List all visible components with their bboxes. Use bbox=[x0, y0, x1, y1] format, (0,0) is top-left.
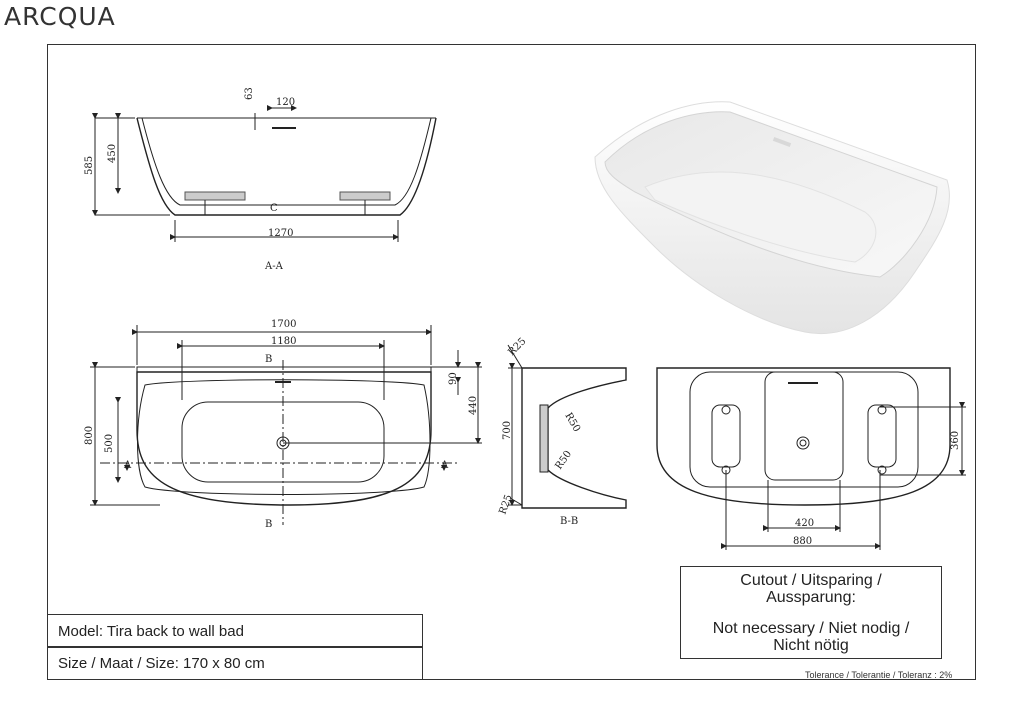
dim-63: 63 bbox=[244, 87, 255, 100]
section-b-view bbox=[507, 344, 627, 509]
dim-1180: 1180 bbox=[271, 336, 296, 347]
dim-120: 120 bbox=[276, 97, 295, 108]
marker-b-top: B bbox=[265, 354, 272, 365]
marker-b-bottom: B bbox=[265, 519, 272, 530]
cutout-line-3: Not necessary / Niet nodig / bbox=[712, 620, 910, 637]
cutout-line-4: Nicht nötig bbox=[773, 637, 849, 654]
arcqua-logo: ARCQUA bbox=[4, 2, 116, 31]
dim-90: 90 bbox=[448, 372, 459, 385]
dim-585: 585 bbox=[84, 156, 95, 175]
side-view bbox=[92, 105, 437, 242]
dim-450: 450 bbox=[107, 144, 118, 163]
dim-1700: 1700 bbox=[271, 319, 296, 330]
dim-880: 880 bbox=[793, 536, 812, 547]
dim-r50-top: R50 bbox=[562, 411, 582, 434]
size-label: Size / Maat / Size: 170 x 80 cm bbox=[47, 647, 423, 680]
dim-800: 800 bbox=[84, 426, 95, 445]
cutout-line-1: Cutout / Uitsparing / bbox=[740, 572, 882, 589]
dim-360: 360 bbox=[950, 431, 961, 450]
section-label-a-a: A-A bbox=[264, 261, 284, 272]
top-view bbox=[90, 325, 482, 525]
dim-700: 700 bbox=[502, 421, 513, 440]
dim-r50-bottom: R50 bbox=[553, 449, 574, 472]
cutout-line-2: Aussparung: bbox=[766, 589, 856, 606]
label-c: C bbox=[270, 203, 278, 214]
model-label: Model: Tira back to wall bad bbox=[47, 614, 423, 647]
dim-r25-top: R25 bbox=[506, 336, 528, 358]
dim-1270: 1270 bbox=[268, 228, 293, 239]
section-label-b-b: B-B bbox=[560, 516, 578, 527]
bathtub-rendering bbox=[594, 101, 950, 334]
marker-a-right: A bbox=[440, 460, 449, 471]
cutout-note-box: Cutout / Uitsparing / Aussparung: Not ne… bbox=[680, 566, 942, 659]
tolerance-note: Tolerance / Tolerantie / Toleranz : 2% bbox=[805, 670, 953, 680]
logo-q-letter: Q bbox=[57, 2, 79, 31]
bottom-view bbox=[656, 367, 966, 550]
dim-440: 440 bbox=[468, 396, 479, 415]
dim-420: 420 bbox=[795, 518, 814, 529]
marker-a-left: A bbox=[123, 460, 132, 471]
dim-500: 500 bbox=[104, 434, 115, 453]
drawing-frame bbox=[47, 44, 976, 680]
